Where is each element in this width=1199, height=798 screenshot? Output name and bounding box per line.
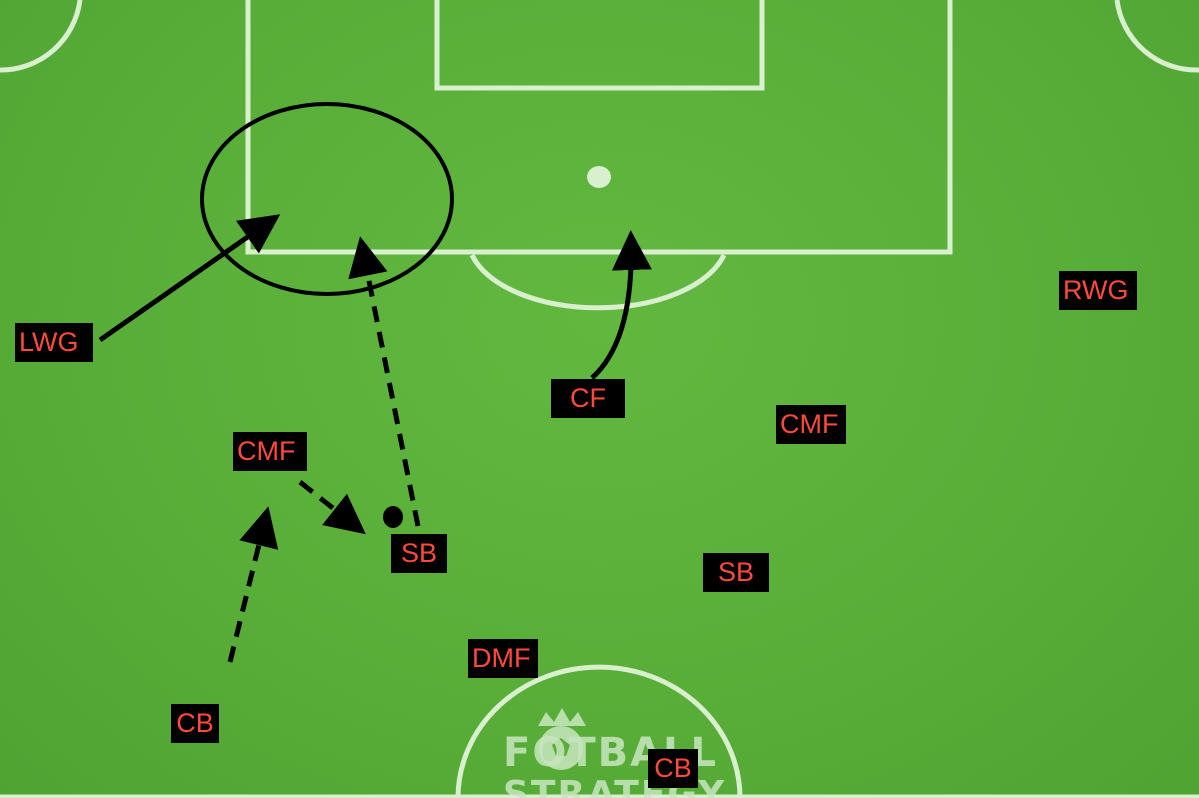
player-label-dmf: DMF	[468, 639, 538, 678]
player-label-sb-left: SB	[391, 534, 447, 573]
player-label-rwg: RWG	[1059, 271, 1137, 310]
player-label-cb-right: CB	[648, 749, 698, 788]
corner-arc-right	[1114, 0, 1199, 73]
penalty-arc	[469, 253, 727, 311]
player-label-cf: CF	[551, 379, 625, 418]
player-label-sb-right: SB	[703, 553, 769, 592]
player-label-lwg: LWG	[15, 323, 93, 362]
cmf-pass-arrow	[298, 480, 366, 535]
cf-run-arrow	[590, 230, 652, 380]
corner-arc-left	[0, 0, 83, 73]
penalty-spot	[587, 166, 611, 188]
cb-pass-arrow	[227, 506, 279, 663]
penalty-area	[245, 0, 953, 255]
lwg-run-arrow	[98, 214, 281, 343]
sb-run-arrow	[348, 236, 421, 527]
player-label-cmf-left: CMF	[233, 432, 307, 471]
center-circle	[455, 664, 743, 798]
movement-arrows	[98, 214, 652, 663]
ball	[383, 506, 403, 528]
player-label-cmf-right: CMF	[776, 405, 846, 444]
watermark-ball-icon	[539, 726, 583, 770]
player-label-cb-left: CB	[171, 704, 219, 743]
target-zone-ellipse	[200, 102, 454, 296]
goal-area	[434, 0, 765, 91]
watermark-crown-icon	[538, 708, 586, 726]
